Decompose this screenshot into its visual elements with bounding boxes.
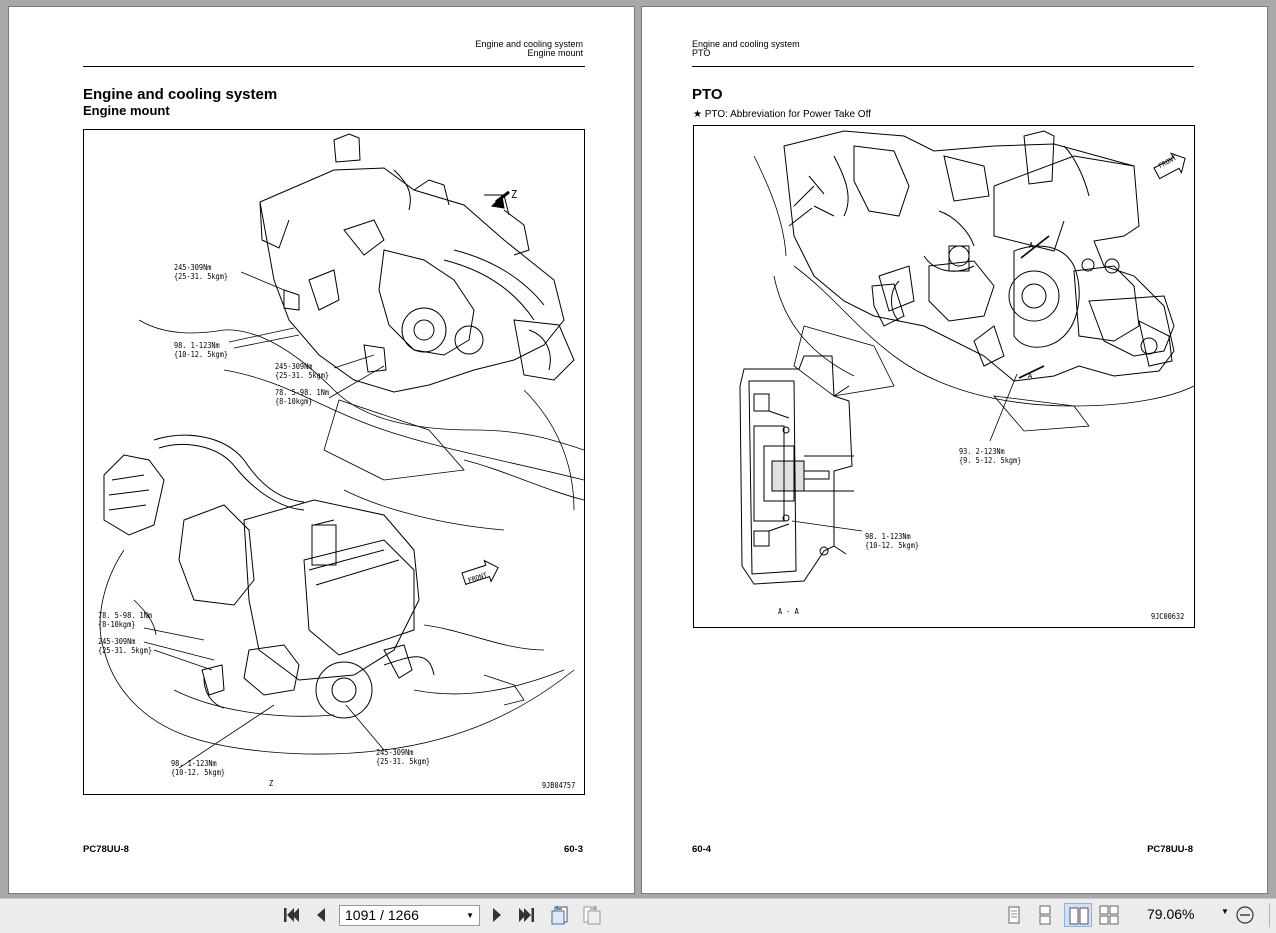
next-view-icon xyxy=(583,906,601,925)
footer-page-number: 60-3 xyxy=(563,844,583,855)
page-number-field[interactable]: 1091 / 1266 ▼ xyxy=(339,905,480,926)
first-page-button[interactable] xyxy=(280,904,302,926)
zoom-out-button[interactable] xyxy=(1234,904,1256,926)
viewer-toolbar xyxy=(0,898,1276,933)
running-header-line2: Engine mount xyxy=(527,48,583,58)
torque-callout-5: 78. 5-98. 1Nm {8-10kgm} xyxy=(98,611,153,629)
engine-mount-figure: 245-309Nm {25-31. 5kgm} 98. 1-123Nm {10-… xyxy=(83,129,585,795)
go-back-view-button[interactable] xyxy=(549,904,571,926)
footer-model: PC78UU-8 xyxy=(83,844,129,855)
single-page-view-button[interactable] xyxy=(1003,904,1025,926)
go-forward-view-button[interactable] xyxy=(581,904,603,926)
continuous-page-icon xyxy=(1039,905,1051,925)
view-label-bottom: Z xyxy=(269,779,274,788)
previous-view-icon xyxy=(551,906,568,925)
right-page: Engine and cooling system PTO PTO ★ PTO:… xyxy=(641,6,1268,894)
torque-callout-3: 245-309Nm {25-31. 5kgm} xyxy=(275,362,330,380)
chevron-down-icon[interactable]: ▼ xyxy=(466,911,474,920)
torque-callout-1: 245-309Nm {25-31. 5kgm} xyxy=(174,263,229,281)
section-marker-top: A xyxy=(1029,241,1034,250)
facing-pages-view-button[interactable] xyxy=(1064,903,1092,927)
running-header-line1: Engine and cooling system xyxy=(692,39,800,49)
facing-pages-icon xyxy=(1069,907,1089,925)
torque-callout-7: 98. 1-123Nm {10-12. 5kgm} xyxy=(171,759,226,777)
footer-page-number: 60-4 xyxy=(692,844,712,855)
zoom-dropdown-icon[interactable]: ▼ xyxy=(1221,907,1229,916)
toolbar-divider xyxy=(1269,903,1270,927)
running-header-line2: PTO xyxy=(692,48,711,58)
single-page-icon xyxy=(1008,906,1020,924)
section-view-label: A - A xyxy=(778,607,799,616)
torque-callout-6: 245-309Nm {25-31. 5kgm} xyxy=(98,637,153,655)
torque-callout-2: 98. 1-123Nm {10-12. 5kgm} xyxy=(174,341,229,359)
previous-arrow-icon xyxy=(317,908,325,922)
page-subtitle: Engine mount xyxy=(83,103,170,118)
next-page-button[interactable] xyxy=(486,904,508,926)
running-header-line1: Engine and cooling system xyxy=(475,39,583,49)
view-arrow-label: Z xyxy=(511,188,518,201)
figure-code: 9JC00632 xyxy=(1151,612,1185,621)
torque-callout-8: 245-309Nm {25-31. 5kgm} xyxy=(376,748,431,766)
left-page: Engine and cooling system Engine mount E… xyxy=(8,6,635,894)
abbreviation-note: ★ PTO: Abbreviation for Power Take Off xyxy=(693,109,871,120)
header-rule xyxy=(83,66,585,67)
torque-callout-2: 98. 1-123Nm {10-12. 5kgm} xyxy=(865,532,920,550)
page-number-value: 1091 / 1266 xyxy=(345,907,419,923)
pto-illustration xyxy=(739,130,1194,585)
continuous-facing-icon xyxy=(1099,905,1119,925)
page-title: PTO xyxy=(692,86,723,103)
skip-to-first-icon xyxy=(284,908,299,922)
skip-to-last-icon xyxy=(519,908,534,922)
header-rule xyxy=(692,66,1194,67)
continuous-page-view-button[interactable] xyxy=(1034,904,1056,926)
torque-callout-1: 93. 2-123Nm {9. 5-12. 5kgm} xyxy=(959,447,1022,465)
running-header: Engine and cooling system PTO xyxy=(692,40,800,58)
figure-code: 9JB04757 xyxy=(542,781,576,790)
zoom-out-icon xyxy=(1236,906,1254,924)
section-marker-bottom: A xyxy=(1028,371,1033,380)
running-header: Engine and cooling system Engine mount xyxy=(475,40,583,58)
zoom-level[interactable]: 79.06% xyxy=(1147,906,1195,922)
last-page-button[interactable] xyxy=(516,904,538,926)
engine-mount-illustration xyxy=(99,133,584,769)
footer-model: PC78UU-8 xyxy=(1147,844,1193,855)
next-arrow-icon xyxy=(493,908,501,922)
pto-figure: A A 93. 2-123Nm {9. 5-12. 5kgm} 98. 1-12… xyxy=(693,125,1195,628)
page-title: Engine and cooling system xyxy=(83,86,278,103)
continuous-facing-view-button[interactable] xyxy=(1098,904,1120,926)
previous-page-button[interactable] xyxy=(310,904,332,926)
torque-callout-4: 78. 5-98. 1Nm {8-10kgm} xyxy=(275,388,330,406)
